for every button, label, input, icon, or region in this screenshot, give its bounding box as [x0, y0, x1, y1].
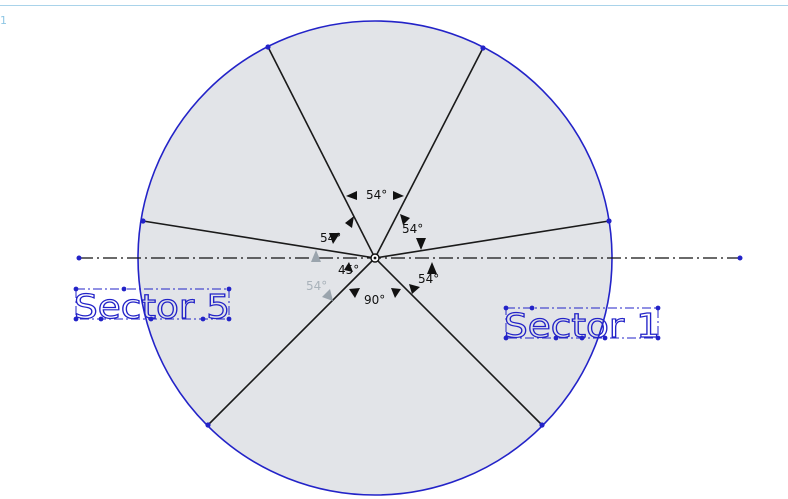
vertex-upper-left[interactable]	[265, 44, 271, 50]
text-box-handle[interactable]	[200, 316, 206, 322]
dim-arrow	[393, 191, 404, 200]
dim-arrow	[409, 284, 420, 294]
text-box-corner[interactable]	[226, 286, 232, 292]
dim-arrow-ghost	[311, 250, 321, 262]
dim-arrow	[391, 288, 401, 298]
text-box-handle[interactable]	[553, 335, 559, 341]
dim-small[interactable]: 45°	[338, 263, 359, 277]
dim-arrow	[329, 233, 340, 244]
text-box-handle[interactable]	[148, 316, 154, 322]
dim-top[interactable]: 54°	[366, 188, 387, 202]
dim-lower-right[interactable]: 54°	[418, 272, 439, 286]
text-box-corner[interactable]	[503, 305, 509, 311]
view-corner-label: 1	[0, 14, 7, 27]
dim-bottom[interactable]: 90°	[364, 293, 385, 307]
text-box-corner[interactable]	[73, 316, 79, 322]
text-box-corner[interactable]	[655, 335, 661, 341]
text-box-handle[interactable]	[529, 305, 535, 311]
text-box-corner[interactable]	[226, 316, 232, 322]
text-box-corner[interactable]	[73, 286, 79, 292]
text-box-handle[interactable]	[121, 286, 127, 292]
origin-point-dot	[373, 256, 377, 260]
centerline-right-endpoint[interactable]	[737, 255, 743, 261]
divider-lower-left[interactable]	[207, 257, 376, 426]
dim-arrow-ghost	[322, 289, 333, 301]
divider-upper-left[interactable]	[267, 46, 376, 259]
dim-arrow	[349, 288, 360, 298]
divider-lower-right[interactable]	[374, 257, 543, 426]
text-box-corner[interactable]	[503, 335, 509, 341]
vertex-left[interactable]	[140, 218, 146, 224]
dim-upper-left[interactable]: 54°	[320, 231, 341, 245]
vertex-right[interactable]	[606, 218, 612, 224]
dim-arrow	[345, 216, 354, 228]
sector-1-sketch-text[interactable]: Sector 1	[503, 305, 661, 345]
text-box-handle[interactable]	[579, 335, 585, 341]
divider-upper-right[interactable]	[374, 47, 484, 259]
text-box-handle[interactable]	[98, 316, 104, 322]
dim-arrow	[427, 262, 437, 274]
text-box-handle[interactable]	[602, 335, 608, 341]
dim-arrow	[400, 214, 410, 225]
vertex-lower-left[interactable]	[205, 422, 211, 428]
dim-arrow	[344, 262, 353, 272]
divider-left[interactable]	[142, 220, 376, 259]
dim-arrow	[346, 191, 357, 200]
view-frame-line	[0, 5, 788, 6]
centerline-left-endpoint[interactable]	[76, 255, 82, 261]
dim-upper-right[interactable]: 54°	[402, 222, 423, 236]
sector-dividers	[142, 46, 610, 426]
sector-5-sketch-text[interactable]: Sector 5	[73, 286, 232, 327]
vertex-upper-right[interactable]	[480, 45, 486, 51]
dim-arrow	[416, 238, 426, 250]
vertex-lower-right[interactable]	[539, 422, 545, 428]
dim-lower-left-ghost[interactable]: 54°	[306, 279, 327, 293]
divider-right[interactable]	[374, 220, 610, 259]
text-box-corner[interactable]	[655, 305, 661, 311]
